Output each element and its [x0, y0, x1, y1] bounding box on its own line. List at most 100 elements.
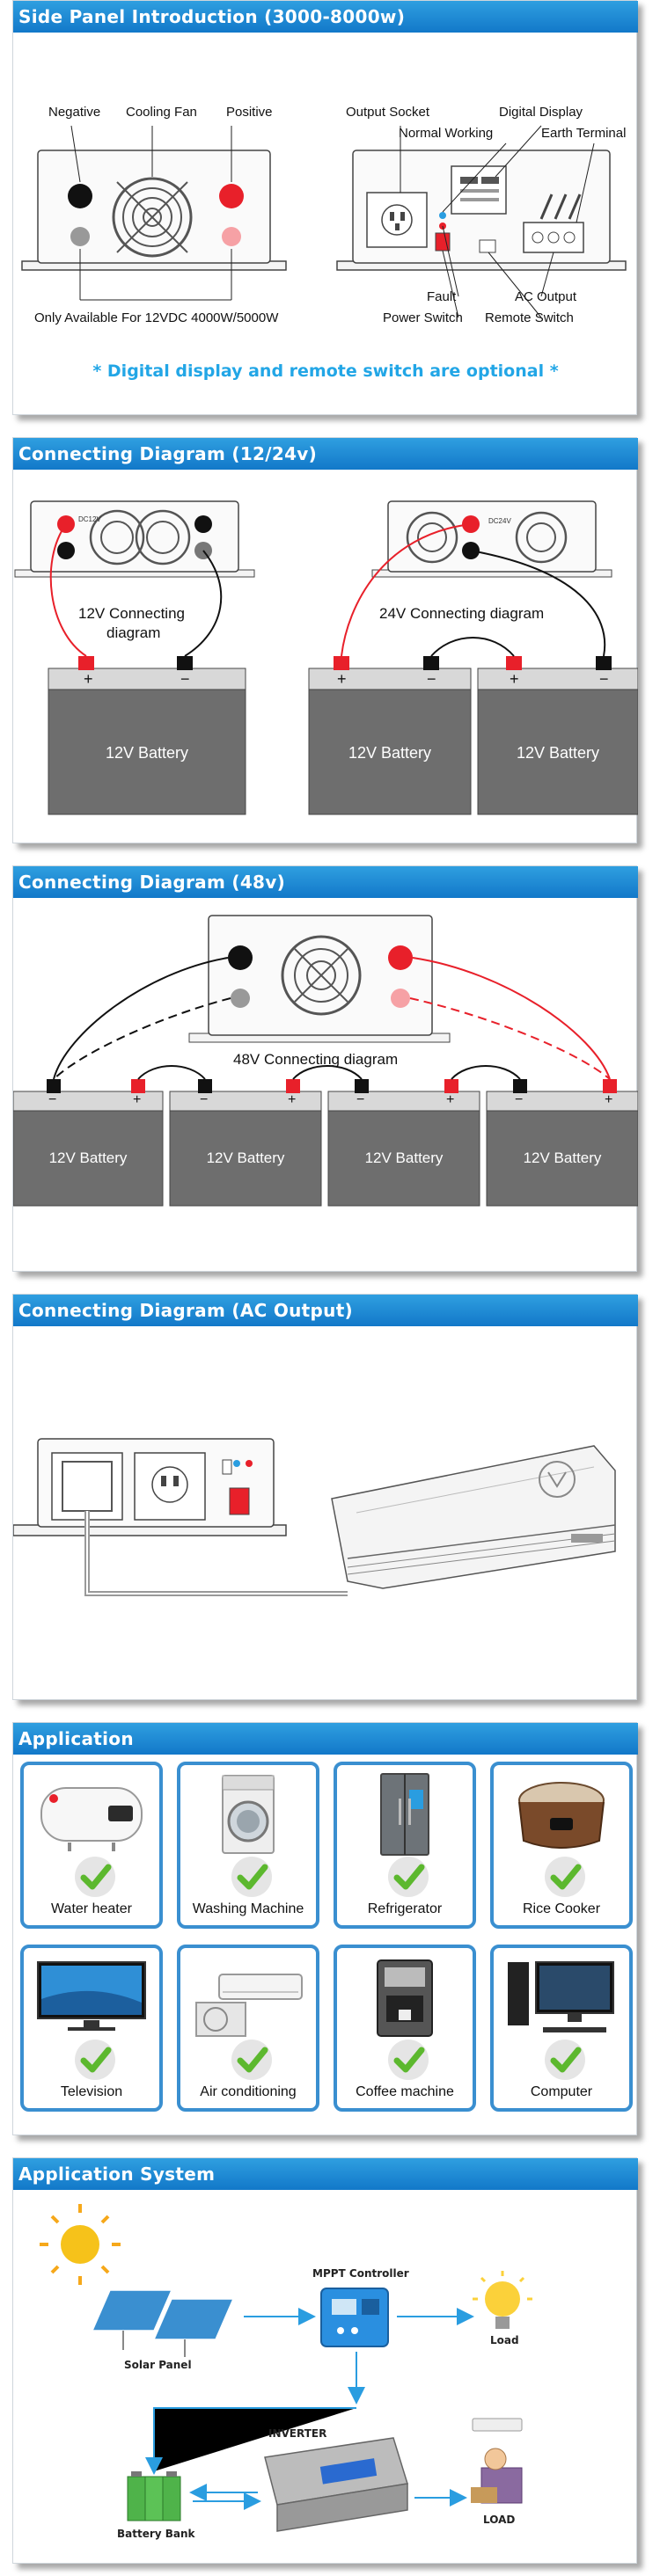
inverter-24v — [371, 500, 612, 578]
app-label: Rice Cooker — [522, 1901, 601, 1916]
normal-working-led — [439, 212, 446, 219]
refrigerator-icon — [380, 1773, 429, 1856]
app-card-rice-cooker: Rice Cooker — [490, 1762, 633, 1929]
negative-terminal — [68, 184, 92, 246]
plus-sign: + — [84, 670, 93, 688]
caption-48v: 48V Connecting diagram — [233, 1051, 399, 1068]
section-header: Connecting Diagram (AC Output) — [13, 1295, 638, 1326]
diagram-12-24-section: Connecting Diagram (12/24v) — [12, 437, 638, 843]
app-label: Computer — [530, 2084, 593, 2099]
battery-label: 12V Battery — [206, 1149, 285, 1166]
mppt-controller-icon — [320, 2288, 389, 2347]
app-card-water-heater: Water heater — [20, 1762, 163, 1929]
app-card-washing-machine: Washing Machine — [177, 1762, 319, 1929]
section-header: Side Panel Introduction (3000-8000w) — [13, 1, 638, 33]
label-ac-output: AC Output — [515, 289, 577, 304]
caption-12v-line1: 12V Connecting — [78, 605, 185, 622]
check-icon — [545, 2040, 585, 2080]
check-icon — [231, 2040, 272, 2080]
label-inverter: INVERTER — [268, 2427, 327, 2440]
label-output-socket: Output Socket — [346, 105, 430, 120]
app-label: Washing Machine — [192, 1901, 304, 1916]
app-card-air-conditioning: Air conditioning — [177, 1945, 319, 2112]
caption-12v-line2: diagram — [106, 624, 161, 641]
battery-48v-4 — [486, 1079, 638, 1207]
diagram-12-24 — [14, 500, 638, 815]
check-icon — [388, 2040, 429, 2080]
label-positive: Positive — [226, 105, 273, 120]
solar-panel-icon — [91, 2289, 235, 2357]
sun-icon — [40, 2204, 121, 2285]
output-socket-icon — [366, 192, 428, 248]
inverter-ac-panel — [13, 1438, 287, 1536]
air-conditioner-icon — [195, 1974, 303, 2037]
section-header: Application — [13, 1723, 638, 1755]
application-section: Application Water heater Washing Machin — [12, 1722, 638, 2135]
rice-cooker-icon — [518, 1782, 605, 1849]
battery-label: 12V Battery — [348, 744, 432, 762]
label-battery-bank: Battery Bank — [117, 2528, 195, 2540]
label-earth-terminal: Earth Terminal — [541, 126, 627, 141]
label-negative: Negative — [48, 105, 101, 120]
battery-label: 12V Battery — [523, 1149, 602, 1166]
battery-label: 12V Battery — [48, 1149, 128, 1166]
application-system-section: Application System — [12, 2157, 638, 2564]
inverter-48v — [188, 915, 451, 1043]
cooling-fan-icon — [112, 177, 193, 258]
section-title: Connecting Diagram (12/24v) — [18, 443, 318, 464]
plus-sign: + — [510, 670, 519, 688]
section-title: Application System — [18, 2164, 216, 2185]
diagram-48v — [13, 915, 638, 1207]
app-label: Air conditioning — [200, 2084, 297, 2099]
check-icon — [75, 2040, 115, 2080]
label-mppt-controller: MPPT Controller — [312, 2267, 409, 2280]
battery-12v-single — [48, 523, 246, 815]
inverter-12v — [14, 500, 255, 578]
label-load-bottom: LOAD — [483, 2514, 516, 2526]
minus-sign: − — [48, 1092, 57, 1107]
coffee-machine-icon — [377, 1959, 433, 2037]
section-title: Connecting Diagram (AC Output) — [18, 1300, 353, 1321]
diagram-ac-section: Connecting Diagram (AC Output) — [12, 1294, 638, 1700]
battery-bank-icon — [127, 2471, 181, 2521]
diagram-48-section: Connecting Diagram (48v) — [12, 865, 638, 1272]
digital-display — [451, 165, 507, 215]
section-title: Application — [18, 1728, 134, 1749]
label-normal-working: Normal Working — [399, 126, 494, 141]
optional-note: * Digital display and remote switch are … — [92, 361, 559, 381]
ac-side-panel — [336, 125, 627, 318]
section-header: Connecting Diagram (48v) — [13, 866, 638, 898]
panel-mark-24v: DC24V — [488, 517, 511, 525]
light-bulb-icon — [473, 2271, 532, 2329]
battery-48v-2 — [169, 1079, 322, 1207]
inverter-icon — [264, 2437, 408, 2532]
section-header: Connecting Diagram (12/24v) — [13, 438, 638, 470]
plus-sign: + — [605, 1092, 613, 1107]
air-conditioner-icon — [331, 1445, 616, 1589]
check-icon — [545, 1857, 585, 1897]
remote-switch-port — [479, 239, 496, 253]
earth-terminal-block — [523, 193, 584, 253]
minus-sign: − — [356, 1092, 365, 1107]
check-icon — [388, 1857, 429, 1897]
section-header: Application System — [13, 2158, 638, 2190]
check-icon — [231, 1857, 272, 1897]
minus-sign: − — [599, 670, 609, 688]
battery-label: 12V Battery — [364, 1149, 444, 1166]
app-label: Television — [60, 2084, 123, 2099]
plus-sign: + — [133, 1092, 142, 1107]
label-cooling-fan: Cooling Fan — [126, 105, 197, 120]
plus-sign: + — [337, 670, 347, 688]
label-power-switch: Power Switch — [383, 310, 463, 325]
minus-sign: − — [180, 670, 190, 688]
app-card-refrigerator: Refrigerator — [334, 1762, 476, 1929]
plus-sign: + — [446, 1092, 455, 1107]
computer-icon — [508, 1961, 614, 2032]
water-heater-icon — [40, 1787, 143, 1851]
app-label: Water heater — [51, 1901, 132, 1916]
diagram-ac-output — [13, 1438, 616, 1596]
caption-24v: 24V Connecting diagram — [379, 605, 545, 622]
minus-sign: − — [515, 1092, 524, 1107]
label-digital-display: Digital Display — [499, 105, 583, 120]
panel-mark-12v: DC12V — [78, 515, 101, 523]
